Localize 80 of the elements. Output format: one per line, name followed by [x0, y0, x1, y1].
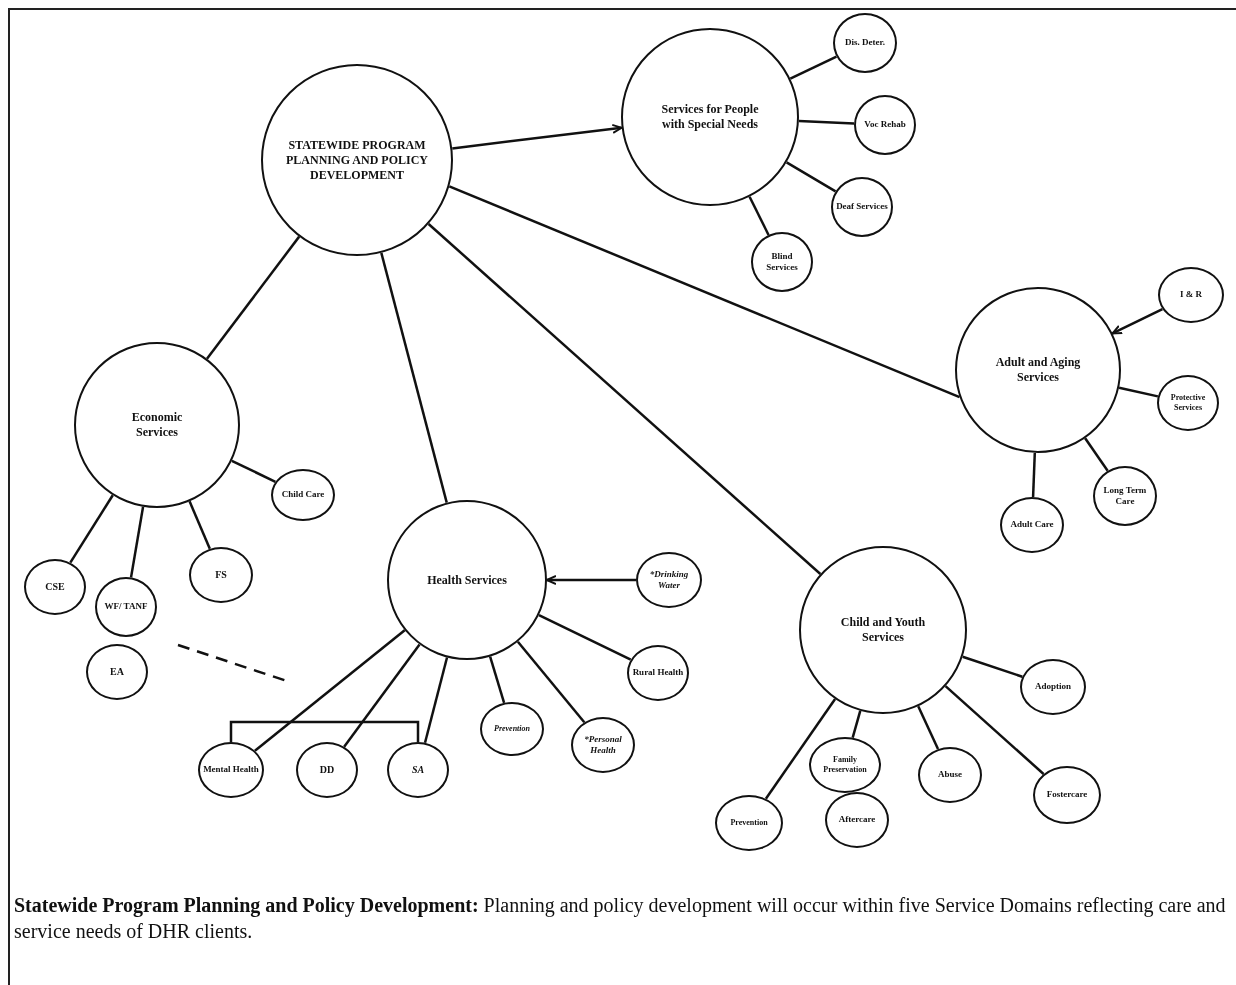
service-circle [833, 13, 897, 73]
node-label: Mental Health [203, 764, 259, 776]
node-label: Health Services [427, 572, 507, 588]
connector-line [1084, 437, 1109, 472]
service-circle [296, 742, 358, 798]
connector-line [129, 506, 145, 578]
connector-line [1118, 386, 1159, 398]
connector-line [1111, 307, 1163, 335]
node-label: Rural Health [632, 667, 684, 679]
node-label: *Drinking Water [648, 568, 690, 592]
node-label: Dis. Deter. [845, 37, 885, 49]
connector-line [448, 185, 961, 399]
service-circle [1000, 497, 1064, 553]
connector-line [69, 494, 114, 564]
connector-line [785, 161, 837, 193]
node-label: I & R [1180, 289, 1202, 301]
node-label: Blind Services [765, 250, 799, 274]
caption: Statewide Program Planning and Policy Development: Planning and policy development will occur within five Service Domains reflecting care and service needs of DHR clients. [14, 893, 1227, 944]
connector-line [1031, 452, 1037, 498]
node-label: Prevention [494, 724, 530, 734]
node-label: Adoption [1035, 681, 1071, 693]
connector-line [488, 656, 506, 704]
connector-line [851, 710, 862, 738]
node-label: Adult and Aging Services [994, 355, 1082, 385]
node-label: SA [411, 763, 425, 777]
node-label: Adult Care [1010, 519, 1054, 531]
connector-line [917, 705, 940, 750]
service-circle [627, 645, 689, 701]
node-label: Long Term Care [1102, 484, 1148, 508]
connector-line [231, 459, 276, 483]
connector-line [188, 500, 211, 550]
connector-line [764, 698, 837, 800]
service-circle [24, 559, 86, 615]
connector-line [538, 613, 632, 661]
node-label: *Personal Health [583, 733, 623, 757]
service-circle [751, 232, 813, 292]
node-label: Family Preservation [822, 755, 868, 775]
connector-line [516, 640, 586, 724]
node-label: Prevention [730, 818, 768, 828]
node-label: Economic Services [130, 410, 184, 440]
node-label: EA [110, 665, 124, 679]
connector-line [546, 575, 636, 585]
node-label: Child Care [281, 489, 325, 501]
node-label: Aftercare [838, 814, 876, 826]
service-circle [95, 577, 157, 637]
node-label: FS [215, 568, 227, 582]
node-label: Voc Rehab [864, 119, 906, 131]
node-label: Abuse [938, 769, 962, 781]
service-circle [1033, 766, 1101, 824]
connector-line [748, 196, 770, 236]
service-circle [198, 742, 264, 798]
connector-line [798, 119, 855, 125]
node-label: Child and Youth Services [839, 615, 927, 645]
node-label: Services for People with Special Needs [660, 102, 760, 132]
connector-line [423, 657, 449, 744]
connector-line [452, 123, 623, 150]
node-label: Fostercare [1046, 789, 1088, 801]
node-label: WF/ TANF [104, 601, 148, 613]
connector-line [789, 55, 838, 80]
node-label: STATEWIDE PROGRAM PLANNING AND POLICY DEVELOPMENT [285, 137, 429, 183]
connector-line [944, 685, 1045, 775]
service-circle [1157, 375, 1219, 431]
connector-line [962, 655, 1023, 678]
service-circle [271, 469, 335, 521]
service-circle [1158, 267, 1224, 323]
service-circle [86, 644, 148, 700]
connector-line [427, 223, 822, 575]
node-label: DD [319, 763, 335, 777]
connector-line [206, 235, 301, 360]
service-circle [831, 177, 893, 237]
connector-line [254, 629, 406, 752]
connector-line [343, 643, 421, 748]
connector-line [229, 720, 420, 742]
service-circle [387, 742, 449, 798]
service-circle [854, 95, 916, 155]
node-label: CSE [45, 580, 65, 594]
service-circle [809, 737, 881, 793]
node-label: Protective Services [1169, 393, 1207, 413]
node-label: Deaf Services [836, 201, 888, 213]
connector-line [380, 252, 448, 503]
